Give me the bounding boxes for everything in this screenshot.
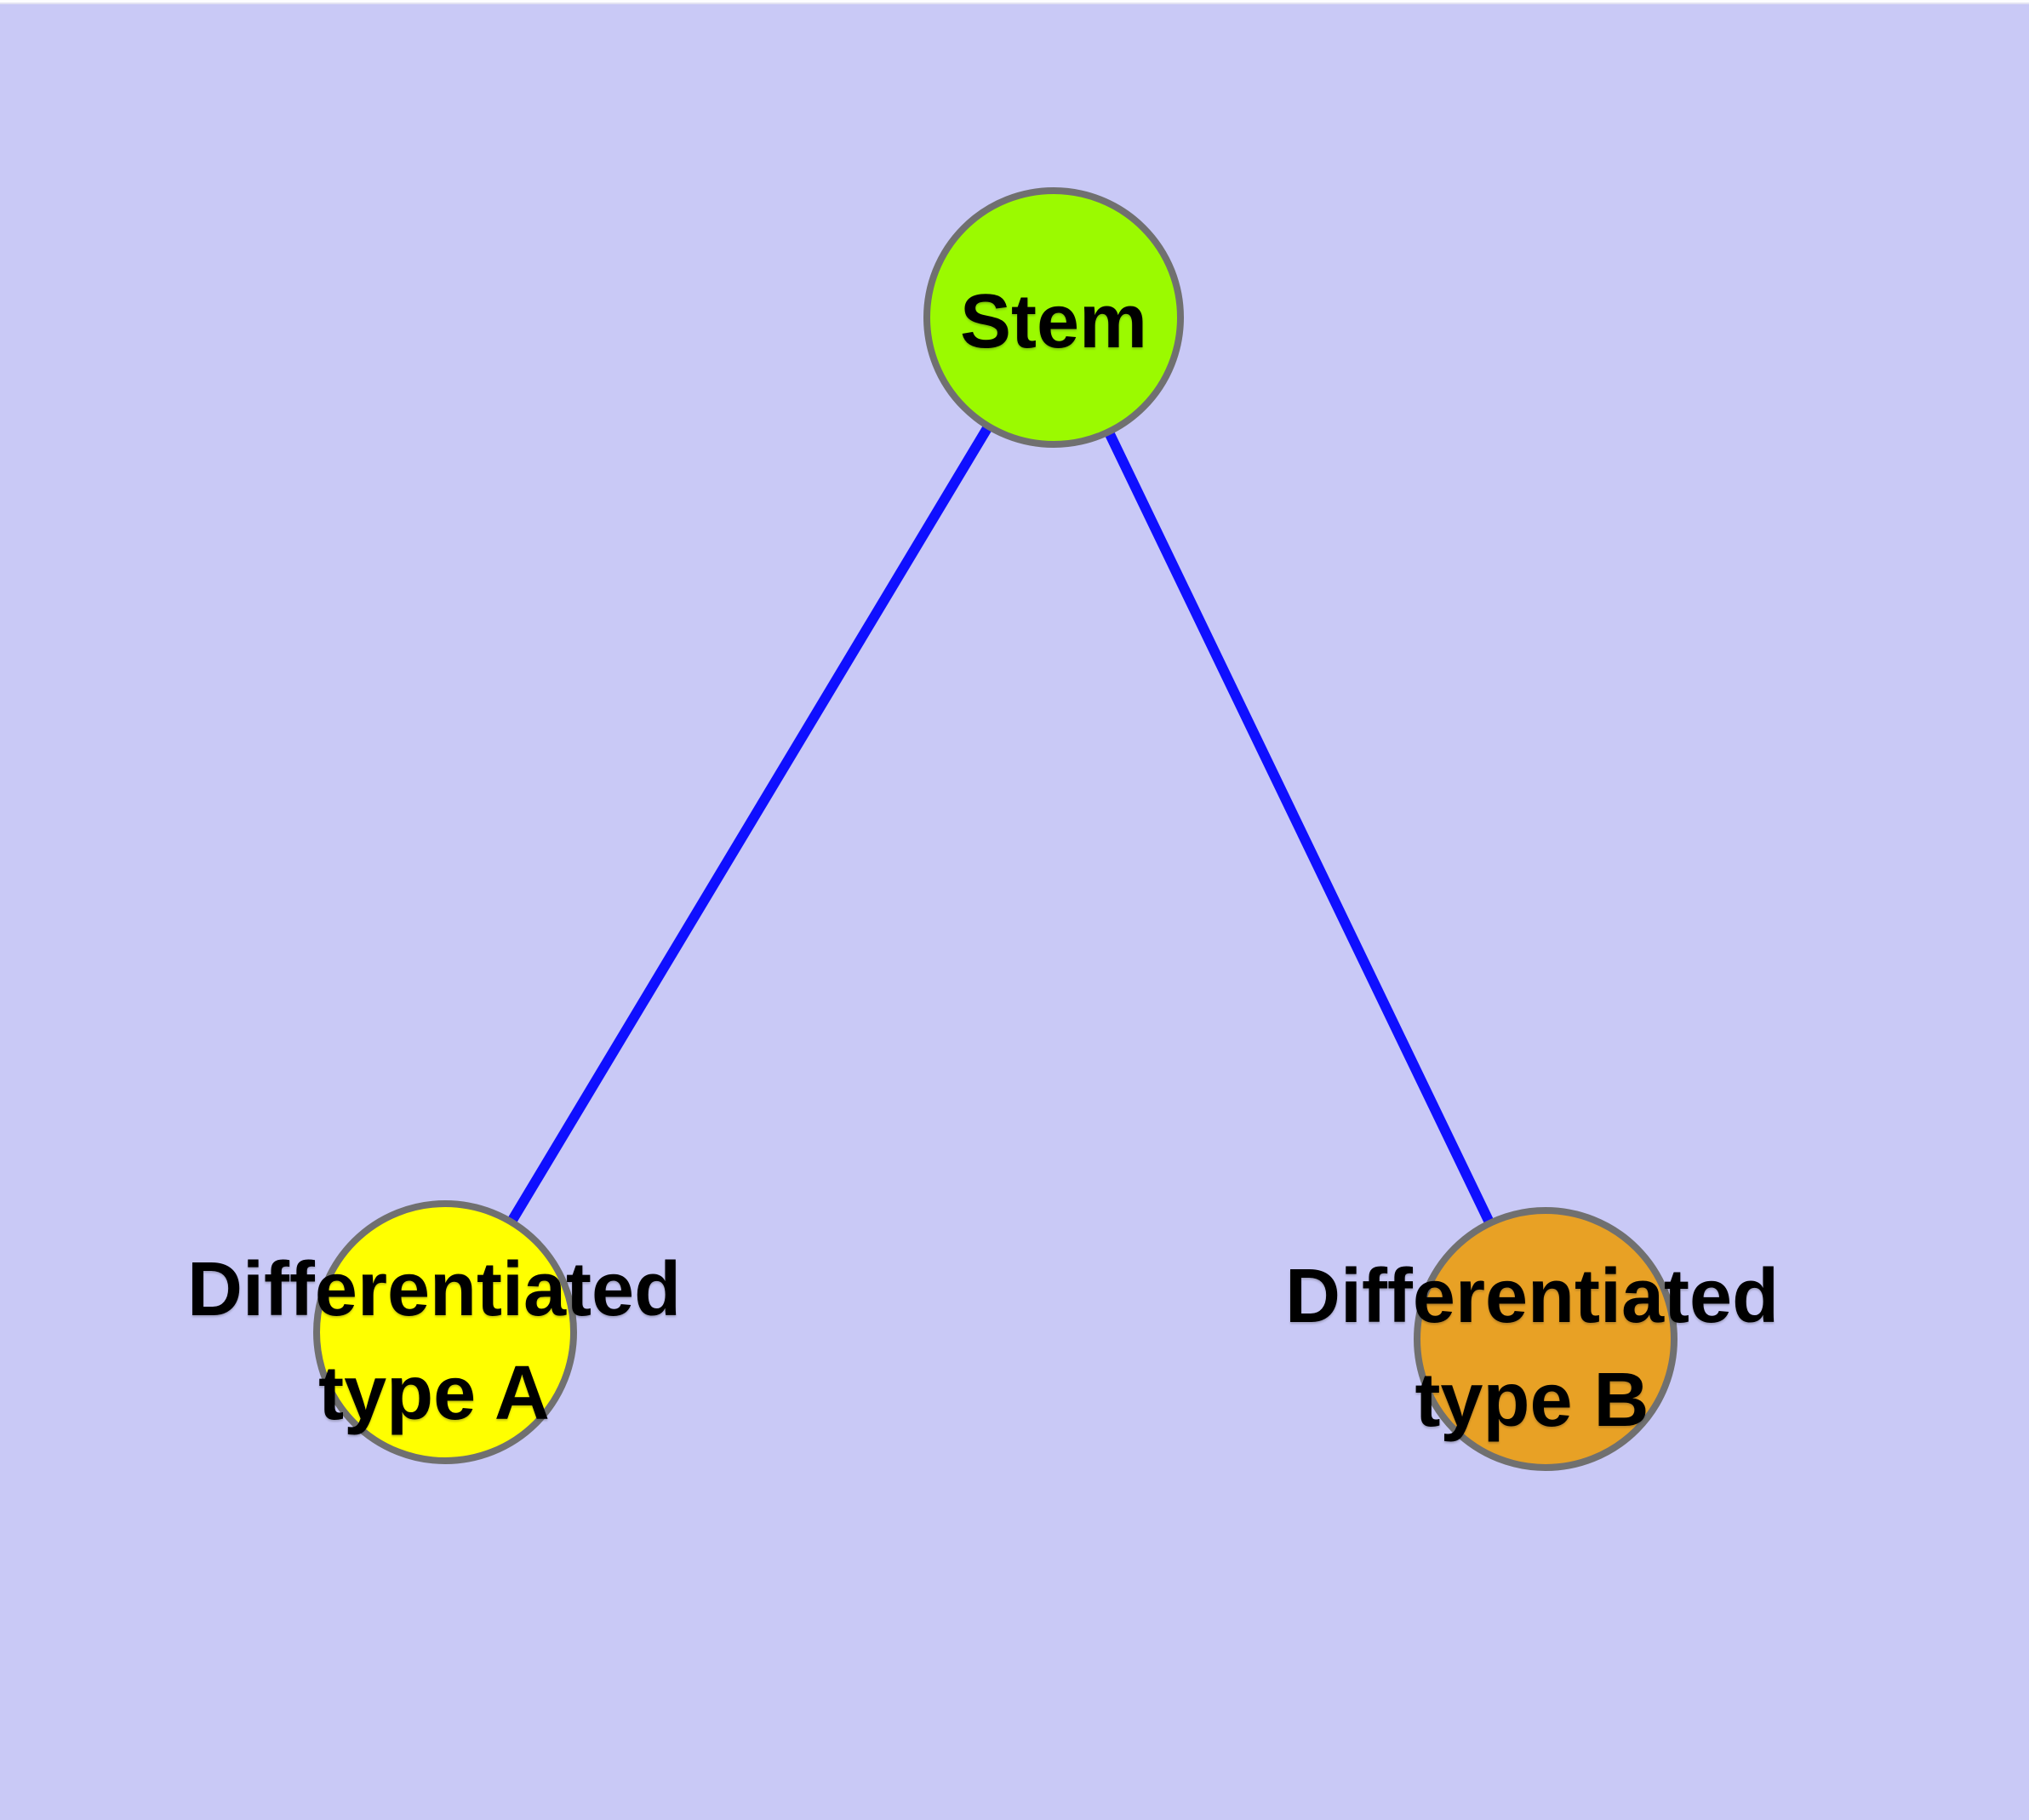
stem-node-label: Stem [960, 270, 1147, 374]
edge-stem-to-type-a [440, 314, 1059, 1336]
differentiated-type-b-label-line1: Differentiated [1284, 1254, 1780, 1339]
edge-stem-to-type-b [1049, 315, 1551, 1342]
differentiated-type-b-node-circle [1414, 1207, 1677, 1471]
differentiated-type-a-node-label: Differentiated type A [187, 1238, 681, 1445]
differentiated-type-a-label-line2: type A [318, 1351, 550, 1436]
differentiated-type-b-node-label: Differentiated type B [1285, 1245, 1779, 1452]
differentiated-type-a-node-circle [313, 1200, 577, 1464]
stem-node-label-text: Stem [959, 279, 1148, 364]
differentiated-type-a-label-line1: Differentiated [186, 1247, 682, 1332]
stem-node-circle [923, 187, 1184, 448]
figure-top-margin [0, 0, 2029, 4]
differentiated-type-b-label-line2: type B [1415, 1358, 1649, 1443]
